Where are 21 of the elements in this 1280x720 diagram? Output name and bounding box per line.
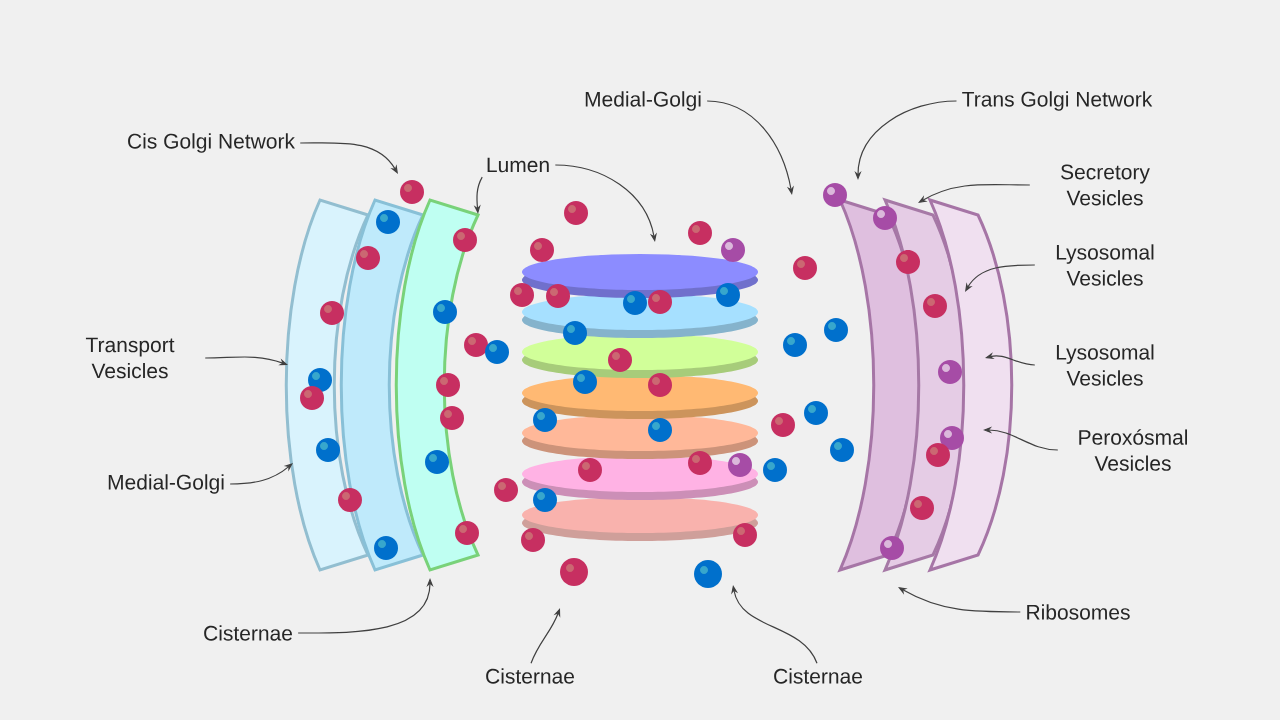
leader-line [299, 142, 398, 174]
callout-label: Trans Golgi Network [962, 91, 1153, 111]
callout-label: Medial-Golgi [585, 91, 701, 111]
leader-line [898, 587, 1021, 613]
callout-label: Cisternae [486, 668, 574, 684]
callout-label: Cis Golgi Network [128, 133, 295, 153]
leader-line [965, 264, 1036, 292]
callout-label: Lysosomal Vesicles [1056, 244, 1154, 286]
leader-line [204, 356, 288, 366]
leader-line [918, 183, 1031, 203]
leader-line [530, 608, 561, 664]
callout-label: Lysosomal Vesicles [1056, 344, 1154, 386]
callout-label: Transport Vesicles [85, 337, 175, 379]
callout-label: Ribosomes [1027, 604, 1130, 620]
callout-label: Cisternae [204, 625, 292, 641]
callout-label: Cisternae [774, 668, 862, 684]
callout-label: Peroxósmal Vesicles [1079, 429, 1187, 471]
callout-label: Lumen [487, 157, 549, 173]
callout-label: Medial-Golgi [108, 474, 224, 494]
callout-label: Secretory Vesicles [1061, 164, 1150, 206]
leader-line [229, 463, 293, 485]
